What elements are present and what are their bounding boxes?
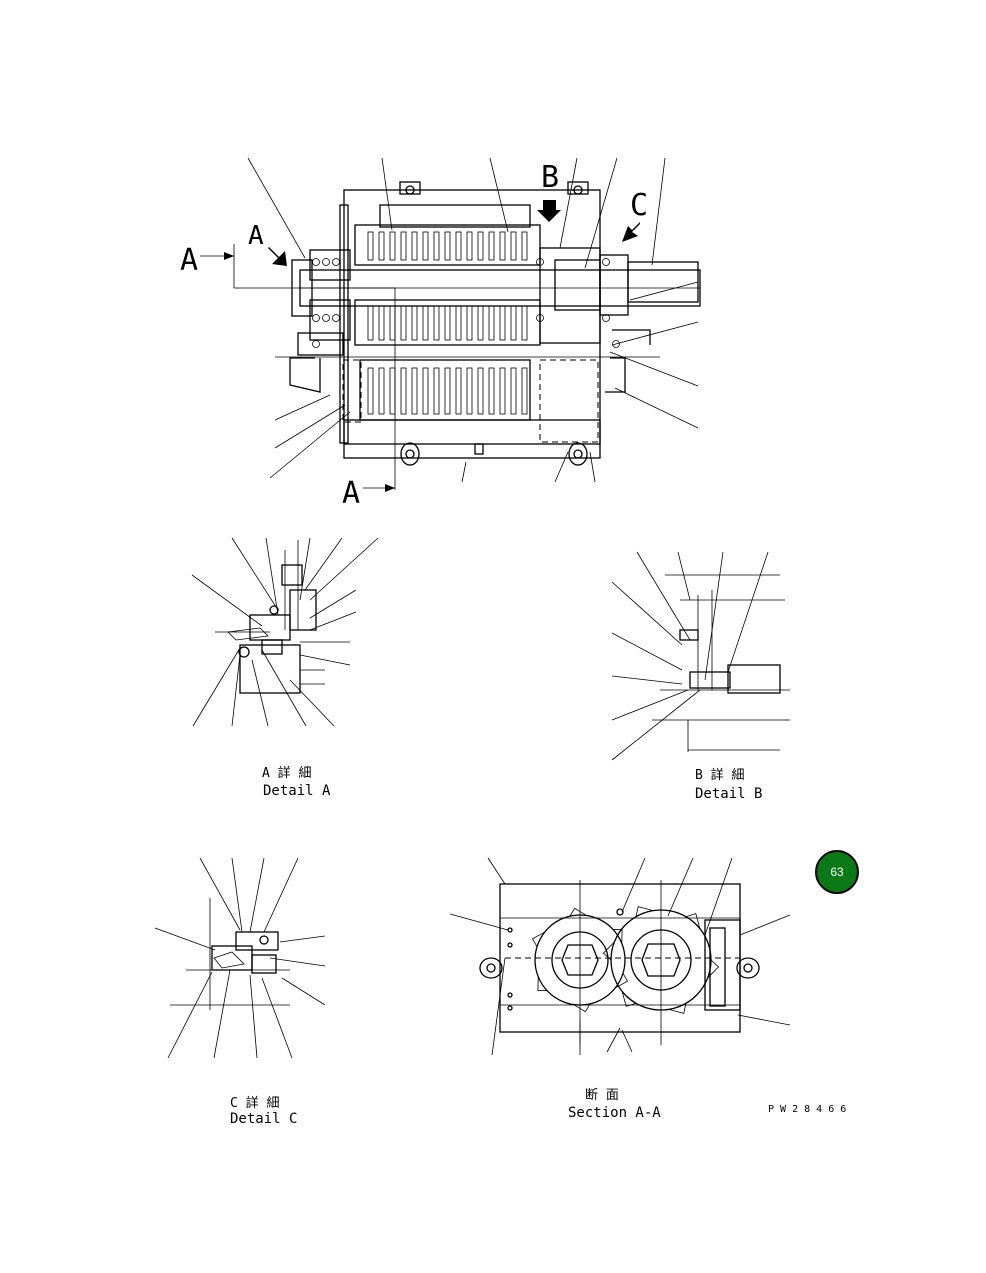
upper-rotor-teeth — [367, 231, 528, 261]
bottom-lifting-eye-right — [568, 442, 588, 466]
left-bearing-upper — [309, 249, 351, 281]
detail-label-b: B — [541, 160, 559, 195]
detail-label-a: A — [248, 221, 264, 251]
lower-rotor-teeth — [367, 367, 528, 415]
detail-b-arrow — [537, 200, 561, 222]
section-lift-eye-right — [736, 957, 760, 979]
page-number: 63 — [830, 865, 844, 879]
detail-a-view — [191, 537, 379, 727]
detail-a-arrow — [268, 247, 287, 266]
detail-label-c: C — [630, 188, 648, 223]
bottom-lifting-eye-left — [400, 442, 420, 466]
detail-a-title-en: Detail A — [263, 783, 331, 799]
detail-c-title-en: Detail C — [230, 1111, 297, 1127]
top-lifting-eye-left — [399, 181, 421, 195]
output-shaft — [627, 261, 699, 303]
middle-rotor-body — [354, 299, 541, 346]
main-leader-lines — [247, 157, 699, 483]
main-assembly-view — [200, 157, 701, 492]
detail-a-title-jp: A 詳 細 — [262, 765, 311, 781]
drawing-number: P W 2 8 4 6 6 — [768, 1104, 846, 1115]
rotor-teeth — [531, 906, 720, 1014]
upper-rotor-body — [354, 224, 541, 266]
detail-c-view — [154, 857, 326, 1059]
gear-coupling — [539, 247, 601, 344]
bearing-balls — [312, 258, 620, 348]
page-number-badge[interactable]: 63 — [815, 850, 859, 894]
section-lift-eye-left — [479, 957, 503, 979]
section-title-jp: 断 面 — [585, 1088, 619, 1103]
section-label-a-bottom: A — [342, 476, 360, 511]
detail-c-title-jp: C 詳 細 — [230, 1095, 279, 1111]
section-label-a-left: A — [180, 243, 198, 278]
middle-rotor-teeth — [367, 305, 528, 341]
section-a-a-view — [449, 857, 791, 1056]
detail-b-title-jp: B 詳 細 — [695, 767, 744, 783]
detail-b-title-en: Detail B — [695, 786, 762, 802]
section-title-en: Section A-A — [568, 1105, 661, 1121]
detail-c-arrow — [622, 222, 640, 242]
left-bearing-lower — [309, 299, 351, 341]
detail-b-view — [611, 551, 790, 761]
base-plate — [343, 419, 601, 445]
